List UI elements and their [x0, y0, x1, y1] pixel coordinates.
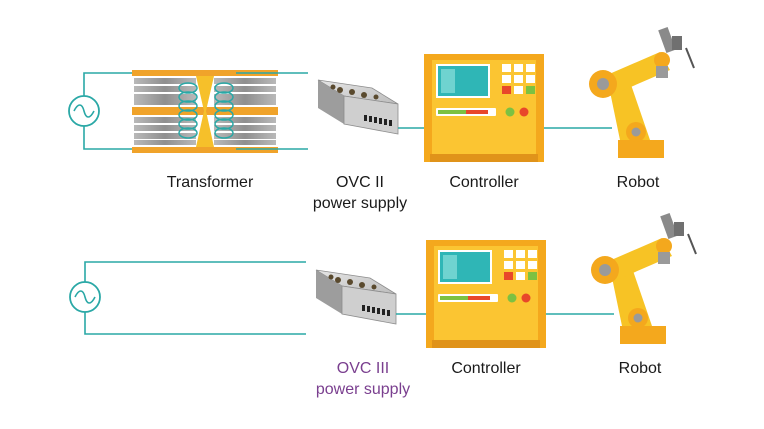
robot-label-row2: Robot [618, 360, 662, 377]
row2 [69, 213, 697, 348]
ovc2-label-line2: power supply [312, 195, 408, 212]
transformer-icon [132, 70, 278, 153]
controller-label-row1: Controller [449, 174, 519, 191]
wire-transformer-psu [236, 72, 308, 150]
ovc3-label-line1: OVC III [336, 360, 390, 377]
wire-source-psu [84, 261, 306, 335]
ac-source-icon [69, 281, 101, 313]
controller-icon [426, 240, 546, 348]
robot-label-row1: Robot [616, 174, 660, 191]
row1 [68, 27, 695, 162]
robot-arm-icon [589, 27, 695, 158]
transformer-right-stack [214, 78, 276, 145]
transformer-left-stack [134, 78, 196, 145]
ovc2-label-line1: OVC II [335, 174, 384, 191]
power-supply-icon [317, 79, 399, 135]
controller-icon [424, 54, 544, 162]
power-supply-icon [315, 269, 397, 325]
ac-source-icon [68, 95, 100, 127]
transformer-coils [178, 82, 234, 139]
robot-arm-icon [591, 213, 697, 344]
transformer-label: Transformer [166, 174, 254, 191]
ovc3-label-line2: power supply [315, 381, 411, 398]
controller-label-row2: Controller [451, 360, 521, 377]
